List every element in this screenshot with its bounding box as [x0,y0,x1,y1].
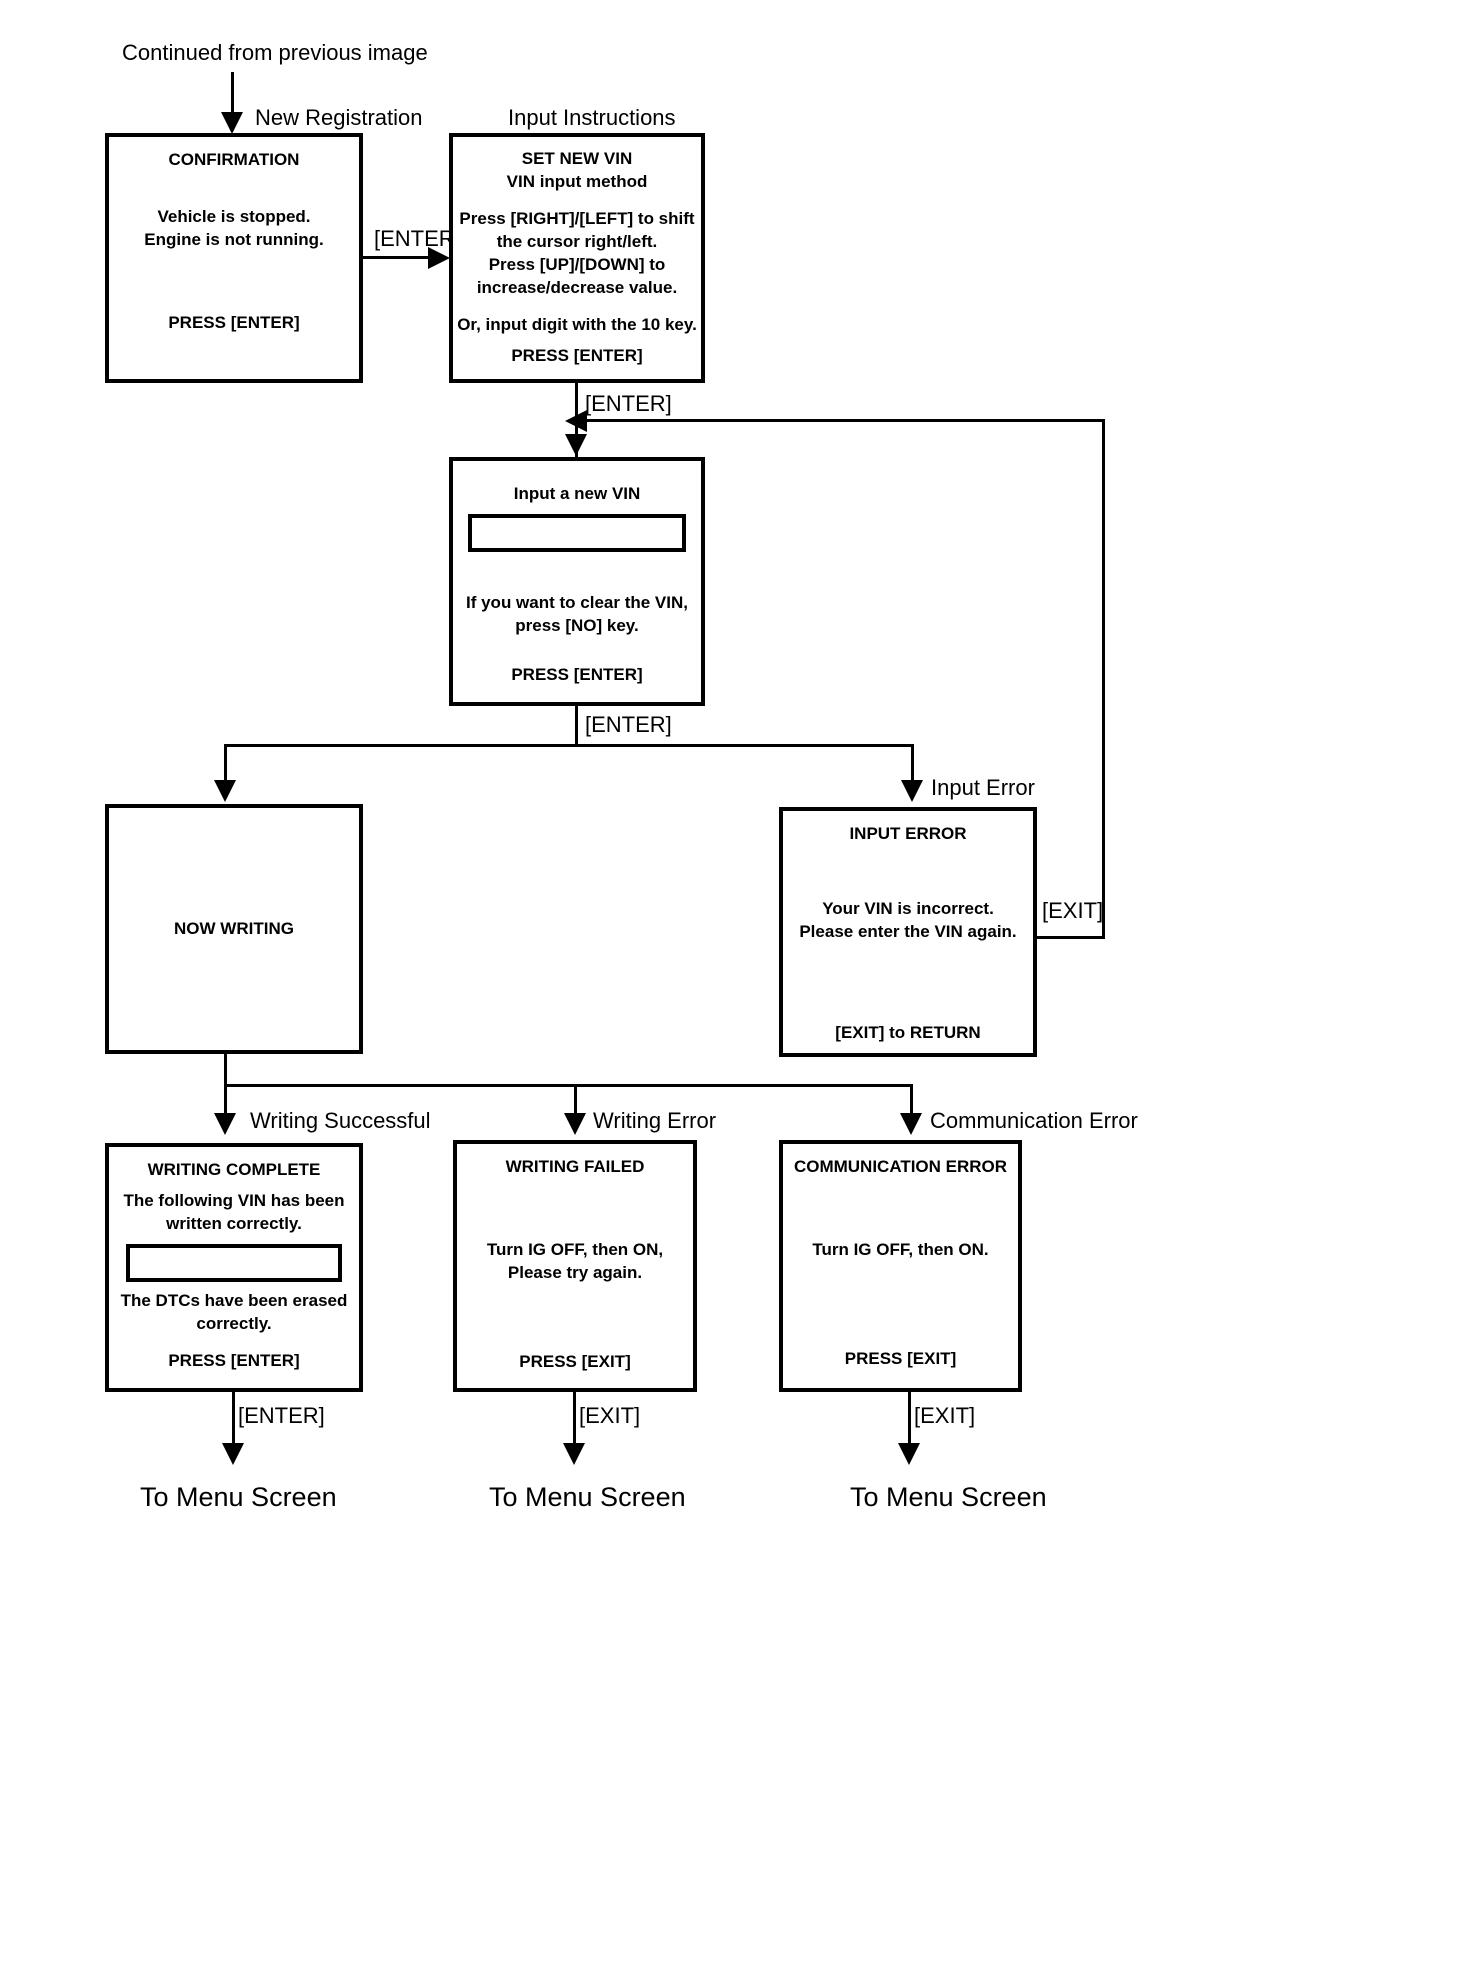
label-new-registration: New Registration [255,105,423,130]
continued-note: Continued from previous image [122,40,428,65]
edge-exit-return-vertical [1102,419,1105,939]
screen-writing-failed[interactable]: WRITING FAILED Turn IG OFF, then ON, Ple… [453,1140,697,1392]
confirmation-line1: Vehicle is stopped. [157,206,311,226]
writing-complete-line3: The DTCs have been erased [120,1290,348,1310]
inputvin-title: Input a new VIN [513,484,641,503]
label-input-instructions: Input Instructions [508,105,676,130]
edge-now-writing-split-bus [224,1084,912,1087]
edge-label-exit-return: [EXIT] [1042,898,1104,923]
edge-label-exit-comm: [EXIT] [914,1403,976,1428]
confirmation-title: CONFIRMATION [168,150,300,169]
screen-writing-complete[interactable]: WRITING COMPLETE The following VIN has b… [105,1143,363,1392]
communication-error-line1: Turn IG OFF, then ON. [812,1239,989,1259]
arrowhead-down-confirmation [221,112,243,134]
arrowhead-down-inputvin [565,434,587,456]
edge-note-to-confirmation [231,72,234,122]
edge-confirmation-to-setvin [363,256,437,259]
setvin-line4: increase/decrease value. [476,277,678,297]
vin-input-field[interactable] [468,513,686,552]
arrowhead-down-communication-error [900,1113,922,1135]
confirmation-footer: PRESS [ENTER] [168,312,300,332]
writing-complete-line2: written correctly. [166,1213,302,1233]
edge-now-writing-down [224,1054,227,1086]
edge-exit-from-inputerror [1037,936,1105,939]
edge-label-enter-2: [ENTER] [585,391,672,416]
arrowhead-down-menu-1 [222,1443,244,1465]
setvin-line5: Or, input digit with the 10 key. [457,314,697,334]
label-communication-error: Communication Error [930,1108,1138,1133]
input-error-line1: Your VIN is incorrect. [822,898,994,918]
setvin-line2: the cursor right/left. [496,231,658,251]
screen-communication-error[interactable]: COMMUNICATION ERROR Turn IG OFF, then ON… [779,1140,1022,1392]
input-error-line2: Please enter the VIN again. [799,921,1017,941]
edge-label-exit-failed: [EXIT] [579,1403,641,1428]
now-writing-title: NOW WRITING [174,918,294,938]
edge-to-input-error [911,744,914,794]
writing-complete-line4: correctly. [196,1313,272,1333]
writing-complete-line1: The following VIN has been [123,1190,345,1210]
edge-failed-to-menu [573,1392,576,1454]
edge-to-communication-error [910,1084,913,1128]
setvin-line1: Press [RIGHT]/[LEFT] to shift [459,208,695,228]
confirmation-line2: Engine is not running. [144,229,324,249]
setvin-subtitle: VIN input method [506,171,648,191]
arrowhead-down-writing-failed [564,1113,586,1135]
writing-failed-title: WRITING FAILED [505,1157,645,1176]
arrowhead-left-return [565,410,587,432]
edge-exit-return-horizontal [575,419,1105,422]
label-writing-error: Writing Error [593,1108,717,1133]
writing-failed-line2: Please try again. [507,1262,643,1282]
writing-failed-footer: PRESS [EXIT] [519,1351,631,1371]
arrowhead-down-writing-complete [214,1113,236,1135]
edge-inputvin-down [575,706,578,746]
writing-failed-line1: Turn IG OFF, then ON, [486,1239,664,1259]
arrowhead-down-now-writing [214,780,236,802]
inputvin-line2: press [NO] key. [515,615,639,635]
edge-label-enter-1: [ENTER] [374,226,461,251]
input-error-title: INPUT ERROR [849,824,967,843]
writing-complete-title: WRITING COMPLETE [147,1160,321,1179]
label-input-error: Input Error [931,775,1035,800]
terminal-to-menu-screen-2: To Menu Screen [489,1482,686,1512]
arrowhead-down-menu-3 [898,1443,920,1465]
inputvin-line1: If you want to clear the VIN, [466,592,688,612]
terminal-to-menu-screen-1: To Menu Screen [140,1482,337,1512]
edge-label-enter-complete: [ENTER] [238,1403,325,1428]
screen-confirmation[interactable]: CONFIRMATION Vehicle is stopped. Engine … [105,133,363,383]
screen-now-writing[interactable]: NOW WRITING [105,804,363,1054]
edge-comm-to-menu [908,1392,911,1454]
edge-inputvin-split-bus [224,744,914,747]
setvin-title: SET NEW VIN [521,149,633,168]
writing-complete-footer: PRESS [ENTER] [168,1350,300,1370]
screen-input-new-vin[interactable]: Input a new VIN If you want to clear the… [449,457,705,706]
screen-set-new-vin[interactable]: SET NEW VIN VIN input method Press [RIGH… [449,133,705,383]
edge-label-enter-3: [ENTER] [585,712,672,737]
arrowhead-down-input-error [901,780,923,802]
communication-error-title: COMMUNICATION ERROR [793,1157,1008,1176]
edge-to-writing-failed [574,1084,577,1128]
inputvin-footer: PRESS [ENTER] [511,664,643,684]
input-error-footer: [EXIT] to RETURN [835,1022,981,1042]
setvin-footer: PRESS [ENTER] [511,345,643,365]
edge-to-writing-complete [224,1084,227,1128]
setvin-line3: Press [UP]/[DOWN] to [488,254,666,274]
label-writing-successful: Writing Successful [250,1108,431,1133]
edge-complete-to-menu [232,1392,235,1454]
arrowhead-down-menu-2 [563,1443,585,1465]
communication-error-footer: PRESS [EXIT] [844,1348,957,1368]
terminal-to-menu-screen-3: To Menu Screen [850,1482,1047,1512]
arrowhead-right-setvin [428,247,450,269]
written-vin-field[interactable] [126,1243,342,1282]
edge-to-now-writing [224,744,227,794]
screen-input-error[interactable]: INPUT ERROR Your VIN is incorrect. Pleas… [779,807,1037,1057]
